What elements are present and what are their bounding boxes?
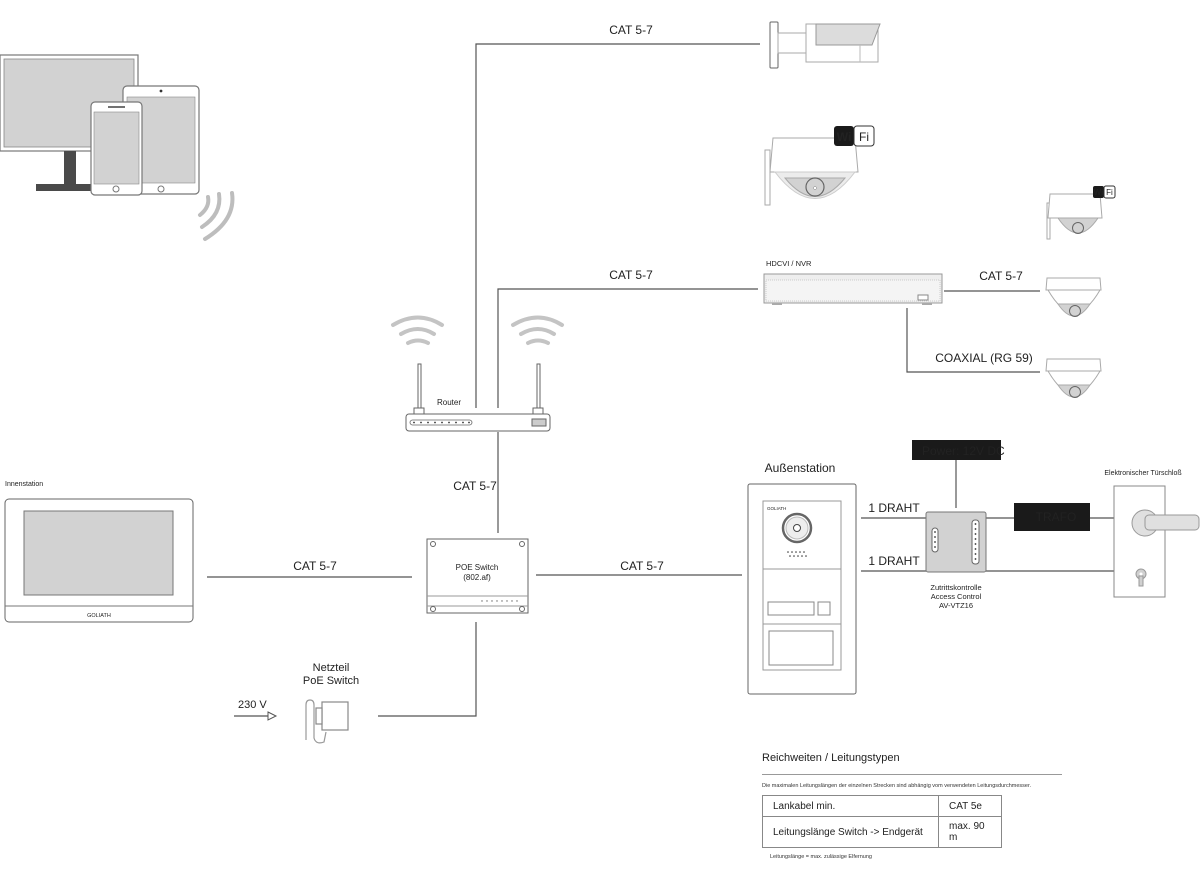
power-adapter-icon: [305, 699, 349, 744]
outdoor-station-label: Außenstation: [765, 461, 836, 475]
poe-switch-device: POE Switch (802.af): [426, 538, 529, 614]
cable-label-router-switch: CAT 5-7: [453, 479, 497, 493]
wires: [207, 43, 1114, 721]
wireless-signal-icon: [198, 191, 235, 241]
mains-arrow-icon: [267, 711, 278, 721]
wifi-dome-camera-large-icon: Wi Fi: [764, 125, 875, 206]
router-wifi-right-icon: [511, 315, 564, 345]
outdoor-brand-logo: GOLIATH: [767, 506, 786, 511]
indoor-station-device: Innenstation GOLIATH: [4, 481, 194, 623]
table-cell-value: CAT 5e: [938, 795, 1002, 817]
wifi-badge-fi: Fi: [859, 130, 869, 144]
info-panel: Reichweiten / Leitungstypen Die maximale…: [762, 752, 1072, 860]
access-control-device: Zutrittskontrolle Access Control AV-VTZ1…: [925, 511, 987, 610]
client-devices: [0, 54, 235, 241]
table-row: Leitungslänge Switch -> Endgerät max. 90…: [762, 816, 1002, 848]
door-lock-device: Elektronischer Türschloß: [1104, 470, 1200, 598]
cable-spec-table: Lankabel min. CAT 5e Leitungslänge Switc…: [762, 795, 1002, 848]
outdoor-station-device: Außenstation GOLIATH: [747, 461, 857, 695]
table-cell-value: max. 90 m: [938, 816, 1002, 848]
cable-label-indoor-switch: CAT 5-7: [293, 559, 337, 573]
wifi-badge-wi: Wi: [837, 130, 852, 144]
wifi-dome-camera-small-icon: Wi Fi: [1046, 185, 1116, 240]
dome-camera-ip-icon: [1045, 277, 1102, 317]
wire-router-nvr: [497, 288, 758, 408]
mains-voltage-label: 230 V: [238, 699, 267, 711]
access-control-label-3: AV-VTZ16: [939, 601, 973, 610]
table-row: Lankabel min. CAT 5e: [762, 795, 1002, 817]
wire-nvr-coax: [906, 308, 1040, 373]
indoor-brand-logo: GOLIATH: [87, 613, 111, 619]
wire-router-bullet-camera: [475, 43, 760, 408]
table-cell-label: Leitungslänge Switch -> Endgerät: [762, 816, 939, 848]
wire-label-1: 1 DRAHT: [868, 501, 920, 515]
access-control-label-1: Zutrittskontrolle: [930, 583, 981, 592]
router-wifi-left-icon: [391, 315, 444, 345]
table-cell-label: Lankabel min.: [762, 795, 939, 817]
smartphone-icon: [90, 101, 143, 196]
router-device: Router: [391, 315, 564, 432]
poe-switch-label-2: (802.af): [463, 573, 491, 582]
wifi-badge-small-fi: Fi: [1106, 188, 1113, 197]
wire-psu-switch: [378, 622, 477, 717]
cable-labels: CAT 5-7 CAT 5-7 CAT 5-7 COAXIAL (RG 59) …: [293, 23, 1033, 573]
info-title: Reichweiten / Leitungstypen: [762, 752, 1062, 775]
cable-label-top: CAT 5-7: [609, 23, 653, 37]
psu-label-1: Netzteil: [313, 662, 350, 674]
poe-switch-label-1: POE Switch: [456, 563, 499, 572]
door-lock-label: Elektronischer Türschloß: [1104, 470, 1181, 477]
bullet-camera-icon: [769, 21, 881, 69]
dome-camera-coax-icon: [1045, 358, 1102, 398]
psu-device: Netzteil PoE Switch 230 V: [238, 662, 359, 744]
cable-label-nvr: CAT 5-7: [609, 268, 653, 282]
trafo-label: TRAFO: [1036, 510, 1077, 524]
router-label: Router: [437, 398, 461, 407]
cable-label-coaxial: COAXIAL (RG 59): [935, 351, 1033, 365]
power-label: Power: 12V DC: [922, 444, 1005, 458]
info-footnote: Leitungslänge = max. zulässige Elfernung: [770, 854, 872, 860]
info-description: Die maximalen Leitungslängen der einzeln…: [762, 783, 1032, 789]
trafo-box: TRAFO: [1014, 503, 1090, 531]
cable-label-nvr-camera: CAT 5-7: [979, 269, 1023, 283]
nvr-label: HDCVI / NVR: [766, 259, 812, 268]
wire-label-2: 1 DRAHT: [868, 554, 920, 568]
cable-label-switch-outdoor: CAT 5-7: [620, 559, 664, 573]
wifi-badge-small-wi: Wi: [1094, 188, 1104, 197]
indoor-station-label: Innenstation: [5, 481, 43, 488]
psu-label-2: PoE Switch: [303, 675, 359, 687]
power-box: Power: 12V DC: [912, 440, 1005, 460]
access-control-label-2: Access Control: [931, 592, 982, 601]
nvr-device: HDCVI / NVR: [763, 259, 943, 305]
